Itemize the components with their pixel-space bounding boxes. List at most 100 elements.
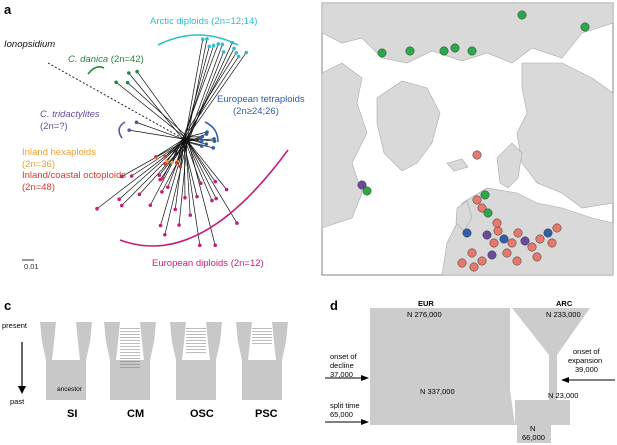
tree-tip: [204, 132, 209, 136]
sample-point: [527, 242, 537, 252]
panel-label-c: c: [4, 298, 12, 313]
tree-tip: [163, 154, 168, 159]
tree-branch: [176, 141, 185, 163]
panel-label-d: d: [330, 298, 338, 313]
sample-point: [480, 190, 490, 200]
tree-branch: [96, 140, 186, 210]
eur-title: EUR: [418, 299, 434, 308]
tree-branch: [161, 142, 189, 193]
arc-mid-n: N 23,000: [548, 391, 579, 400]
map-points: [357, 10, 590, 272]
tree-branch: [139, 140, 189, 195]
tree-tip: [120, 174, 124, 179]
sample-point: [507, 238, 517, 248]
decline-line1: onset of: [330, 352, 357, 361]
tree-branch: [178, 140, 188, 226]
time-arrow-head: [18, 386, 26, 394]
sample-point: [472, 195, 482, 205]
tridactylites-bracket: [118, 121, 126, 139]
tree-tip: [214, 196, 218, 201]
sample-point: [492, 218, 502, 228]
tree-tip: [154, 155, 158, 159]
arctic-bracket: [157, 34, 239, 46]
tree-branch: [183, 56, 239, 139]
sample-point: [513, 228, 523, 238]
tree-branch: [121, 139, 188, 206]
ancestral-population: [517, 425, 551, 443]
tree-tip: [198, 136, 203, 140]
sample-point: [362, 186, 372, 196]
tree-tip: [211, 43, 216, 48]
tree-tip: [244, 50, 249, 55]
arc-title: ARC: [556, 299, 573, 308]
sample-point: [477, 256, 487, 266]
sample-point: [482, 230, 492, 240]
sample-point: [499, 234, 509, 244]
diploids-label: European diploids (2n=12): [152, 258, 264, 269]
danica-name: C. danica: [68, 54, 109, 65]
tree-tip: [166, 185, 170, 189]
octoploids-label-line2: (2n=48): [22, 182, 56, 193]
model-shape: [170, 322, 222, 400]
tree-tip: [177, 223, 181, 227]
arc-top-n: N 233,000: [546, 310, 581, 319]
land-asia: [516, 62, 614, 209]
tree-tip: [119, 203, 124, 208]
sample-point: [472, 150, 482, 160]
hexaploids-label-line1: Inland hexaploids: [22, 147, 96, 158]
arc-population: [512, 308, 590, 410]
demographic-models: [18, 322, 288, 400]
land-north: [321, 2, 614, 64]
tree-tip: [125, 80, 130, 85]
diploids-bracket: [119, 149, 289, 247]
tree-branch: [128, 72, 185, 141]
tree-tip: [199, 144, 204, 148]
gene-flow-hatch: [252, 326, 272, 344]
model-label-osc: OSC: [190, 408, 214, 420]
tree-tip: [216, 42, 221, 46]
sample-point: [477, 203, 487, 213]
model-shape: [236, 322, 288, 400]
tree-tip: [221, 50, 226, 54]
tree-branch: [186, 38, 208, 140]
arctic-diploids-label: Arctic diploids (2n=12;14): [150, 16, 258, 27]
sample-point: [535, 234, 545, 244]
tree-tip: [135, 69, 139, 74]
land-northamerica: [321, 62, 368, 229]
tree-branch: [183, 45, 214, 142]
sample-point: [469, 262, 479, 272]
tree-branch: [187, 141, 217, 199]
sample-point: [405, 46, 415, 56]
expansion-line3: 39,000: [575, 365, 598, 374]
tree-tip: [220, 42, 225, 47]
present-label: present: [2, 321, 28, 330]
tree-tip: [157, 173, 162, 178]
ancestral-n-value: 66,000: [522, 433, 545, 442]
tree-tip: [200, 37, 205, 41]
tree-tip: [134, 120, 139, 125]
model-label-psc: PSC: [255, 408, 278, 420]
tridactylites-name: C. tridactylites: [40, 109, 100, 120]
tree-tip: [213, 179, 218, 184]
sample-point: [520, 236, 530, 246]
tree-tip: [163, 232, 167, 237]
model-shape: [40, 322, 92, 400]
tree-tip: [126, 71, 131, 75]
sample-point: [467, 248, 477, 258]
tree-tip: [198, 181, 203, 186]
ionopsidium-branch: [47, 62, 183, 139]
tree-tip: [95, 206, 99, 211]
tree-branch: [121, 139, 187, 177]
tree-branch: [186, 137, 216, 246]
eur-population: [370, 308, 515, 425]
tree-tip: [232, 46, 236, 51]
ionopsidium-label: Ionopsidium: [4, 39, 56, 50]
sample-point: [467, 46, 477, 56]
tree-tip: [210, 198, 214, 203]
tree-tip: [213, 243, 217, 248]
model-label-si: SI: [67, 408, 78, 420]
tree-tip: [205, 37, 209, 41]
tree-tip: [207, 44, 212, 49]
tetraploids-label-line2: (2n≥24;26): [233, 106, 279, 117]
sample-point: [517, 10, 527, 20]
